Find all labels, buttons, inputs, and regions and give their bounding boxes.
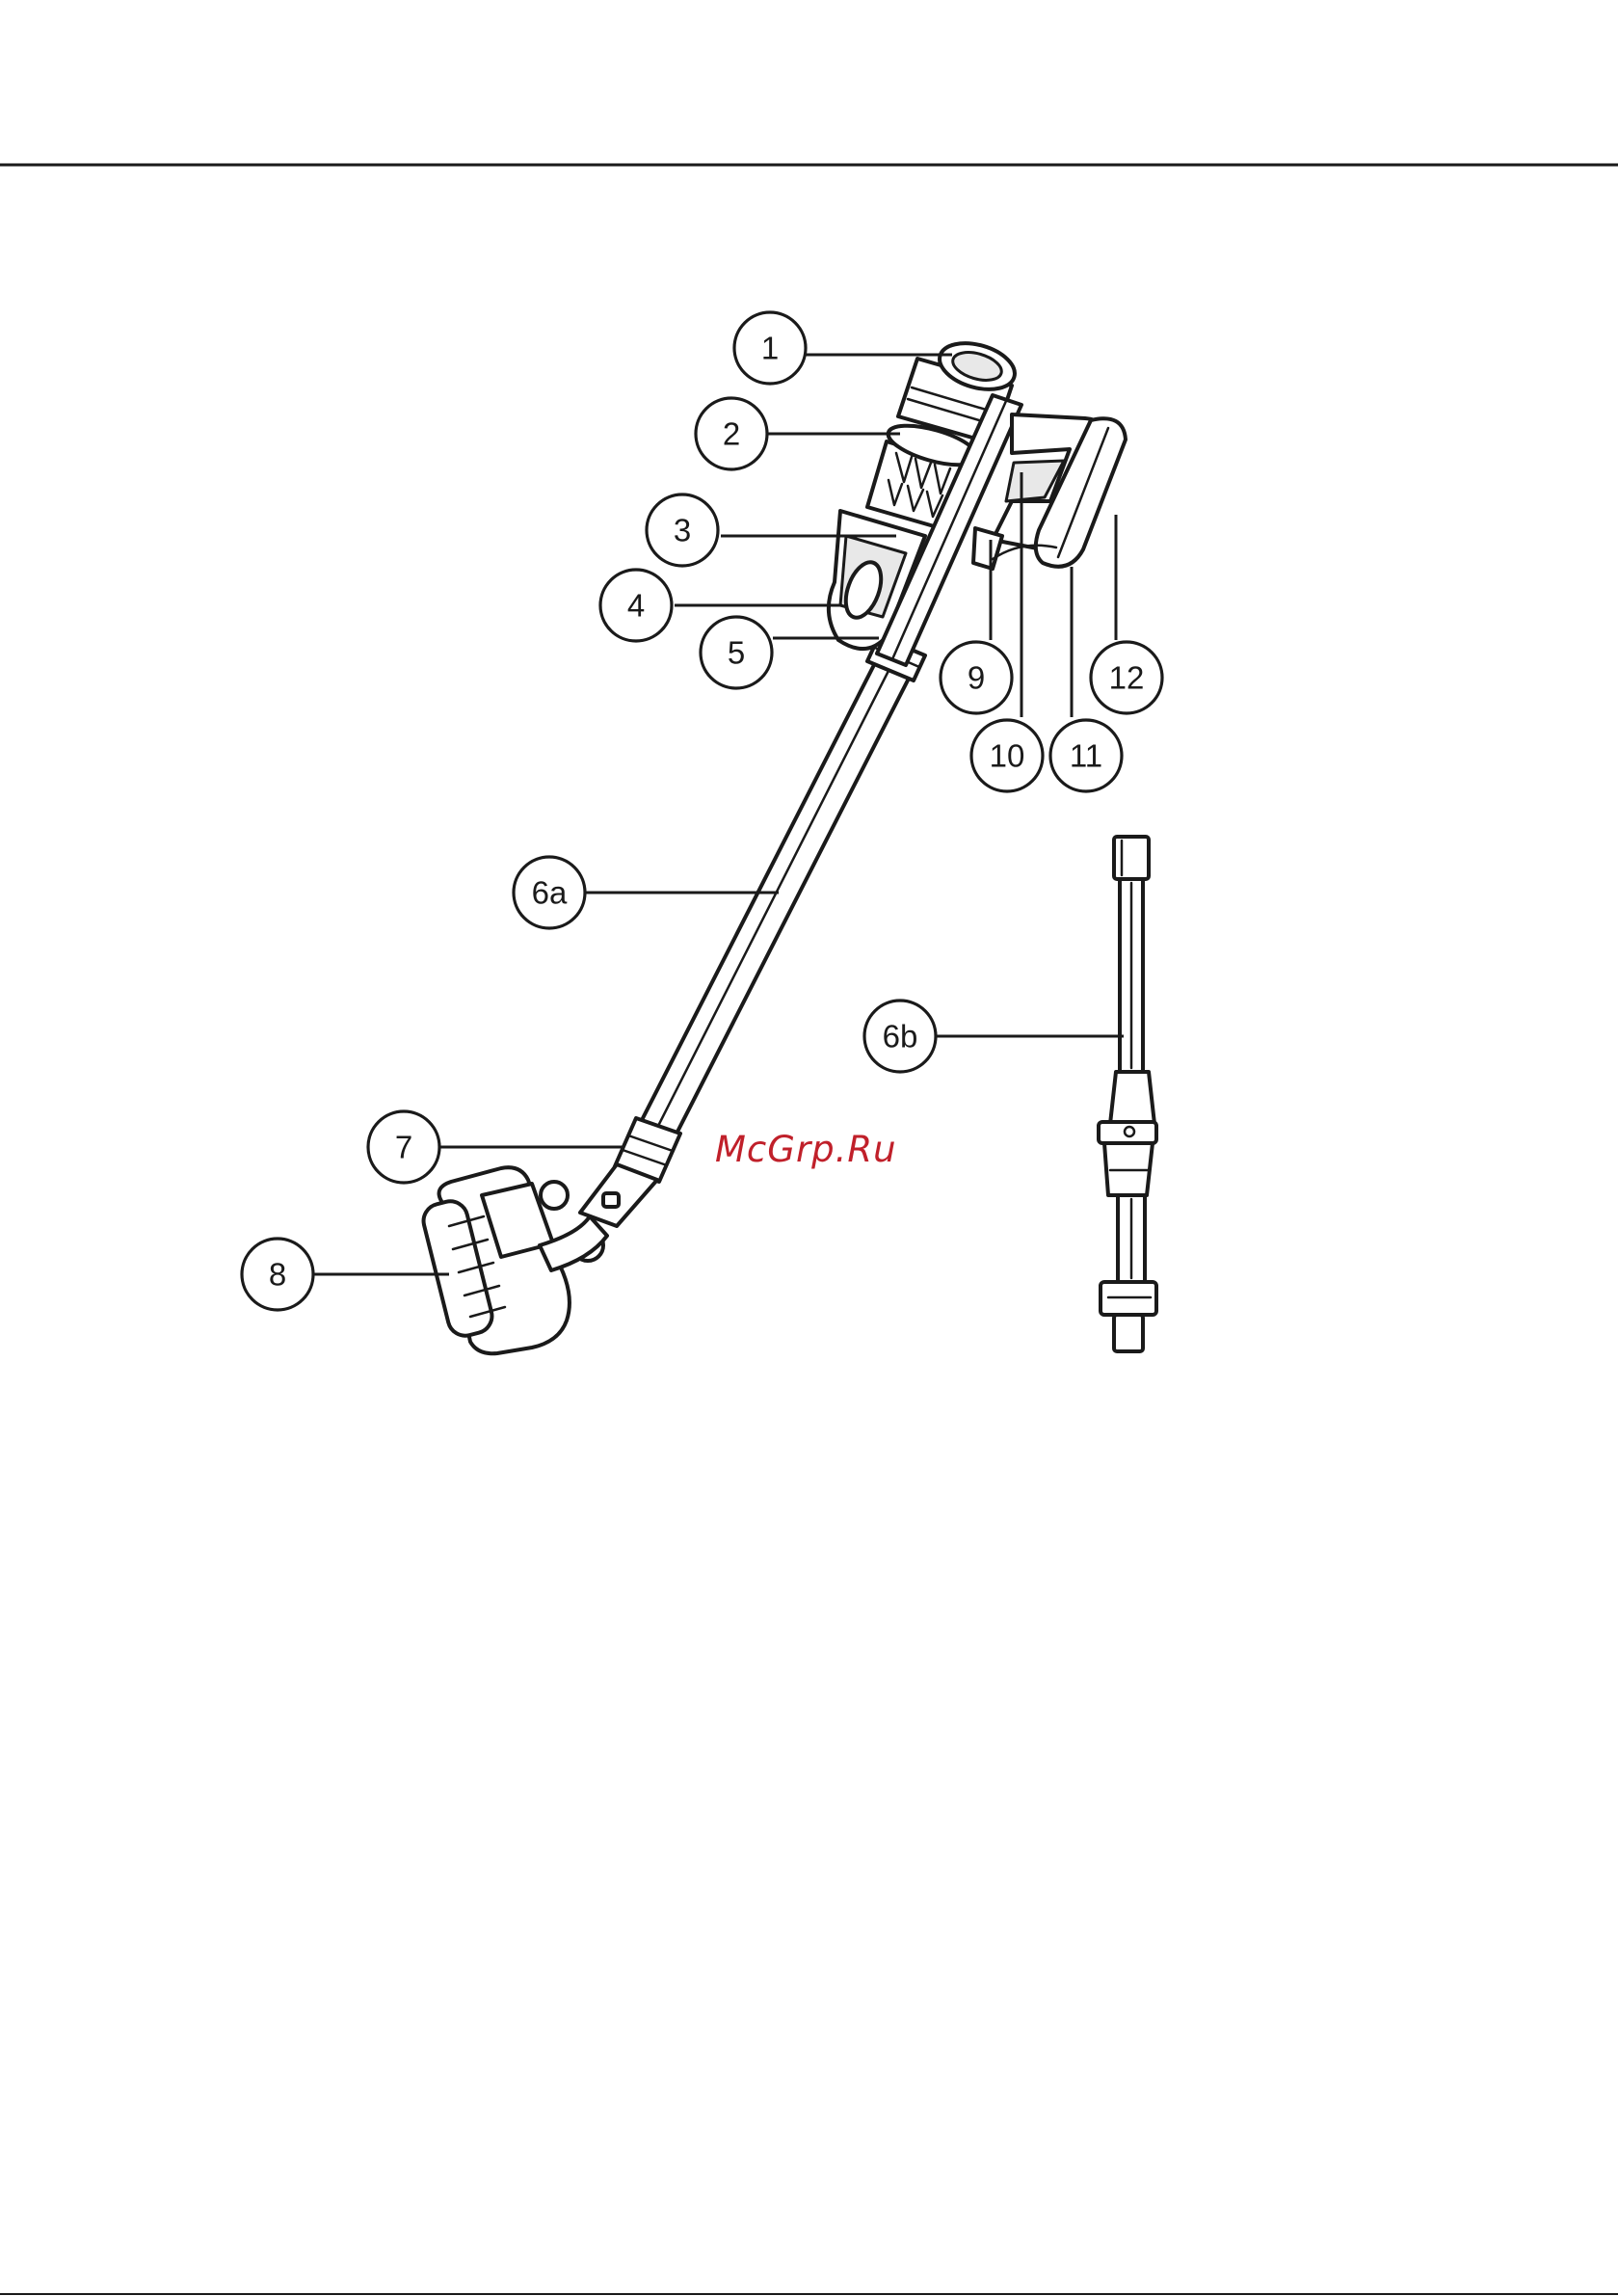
stick-vacuum-drawing [420, 335, 1126, 1353]
callout-3: 3 [647, 494, 718, 566]
callout-6b-label: 6b [883, 1019, 918, 1055]
callout-1: 1 [734, 312, 806, 384]
callout-4-label: 4 [627, 588, 645, 624]
callout-12-label: 12 [1109, 660, 1145, 696]
callout-3-label: 3 [674, 513, 691, 548]
callout-7-label: 7 [395, 1130, 412, 1165]
callout-8-label: 8 [269, 1257, 286, 1293]
callout-9-label: 9 [968, 660, 985, 696]
handheld-unit [829, 335, 1126, 681]
callout-10: 10 [971, 720, 1043, 791]
callout-6a-label: 6a [532, 875, 568, 911]
callout-12: 12 [1091, 642, 1162, 713]
callout-2: 2 [696, 398, 767, 469]
callout-4: 4 [600, 570, 672, 641]
callout-8: 8 [242, 1239, 313, 1310]
callout-2-label: 2 [723, 416, 740, 452]
floor-head [420, 1167, 607, 1353]
callout-9: 9 [941, 642, 1012, 713]
callout-6b: 6b [864, 1001, 936, 1072]
callout-1-label: 1 [761, 331, 779, 366]
callout-11: 11 [1050, 720, 1122, 791]
watermark-text: McGrp.Ru [715, 1129, 897, 1170]
wand-extension-drawing [1099, 837, 1156, 1351]
wand-tube [640, 655, 914, 1137]
callout-7: 7 [368, 1111, 439, 1183]
floor-head-neck [580, 1118, 680, 1226]
callout-5-label: 5 [728, 635, 745, 671]
callout-11-label: 11 [1070, 738, 1102, 774]
callout-5: 5 [701, 617, 772, 688]
callout-6a: 6a [514, 857, 585, 928]
callout-10-label: 10 [990, 738, 1025, 774]
